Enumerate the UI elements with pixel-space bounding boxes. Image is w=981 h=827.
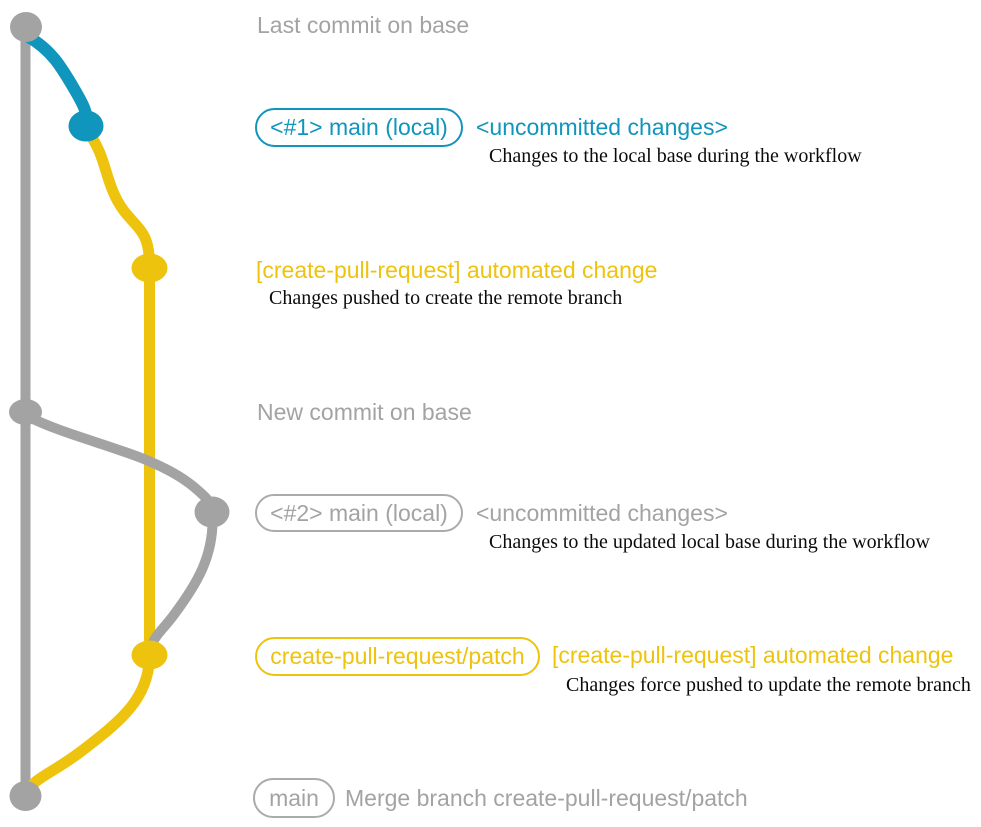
- force-push-curve: [145, 510, 218, 657]
- commit-node-new-base: [9, 399, 42, 425]
- branch-badge-main-local-1: <#1> main (local): [255, 108, 463, 147]
- branch-badge-create-pull-request-patch: create-pull-request/patch: [255, 637, 540, 676]
- merge-curve: [21, 652, 155, 798]
- rebase-curve: [22, 411, 218, 517]
- branch-badge-main-local-2: <#2> main (local): [255, 494, 463, 532]
- note-pushed-create-branch: Changes pushed to create the remote bran…: [269, 287, 623, 309]
- uncommitted-changes-label-2: <uncommitted changes>: [476, 500, 728, 526]
- new-commit-heading: New commit on base: [257, 399, 472, 425]
- commit-node-local-2: [194, 496, 230, 528]
- merge-commit-message: Merge branch create-pull-request/patch: [345, 785, 748, 811]
- automated-change-title-2: [create-pull-request] automated change: [552, 642, 954, 668]
- branch-badge-main: main: [253, 778, 335, 818]
- commit-node-local-1: [68, 110, 104, 142]
- push-curve-1: [82, 126, 155, 272]
- note-force-pushed-update-branch: Changes force pushed to update the remot…: [566, 674, 971, 696]
- commit-node-merge: [9, 781, 42, 811]
- last-commit-heading: Last commit on base: [257, 12, 470, 38]
- uncommitted-changes-label-1: <uncommitted changes>: [476, 114, 728, 140]
- note-local-base-changes-2: Changes to the updated local base during…: [489, 531, 930, 553]
- commit-node-pushed-2: [131, 640, 168, 670]
- local-change-curve-1: [21, 30, 93, 130]
- automated-change-title-1: [create-pull-request] automated change: [256, 257, 658, 283]
- commit-node-last-base: [10, 12, 42, 42]
- commit-node-pushed-1: [131, 253, 168, 283]
- note-local-base-changes-1: Changes to the local base during the wor…: [489, 145, 862, 167]
